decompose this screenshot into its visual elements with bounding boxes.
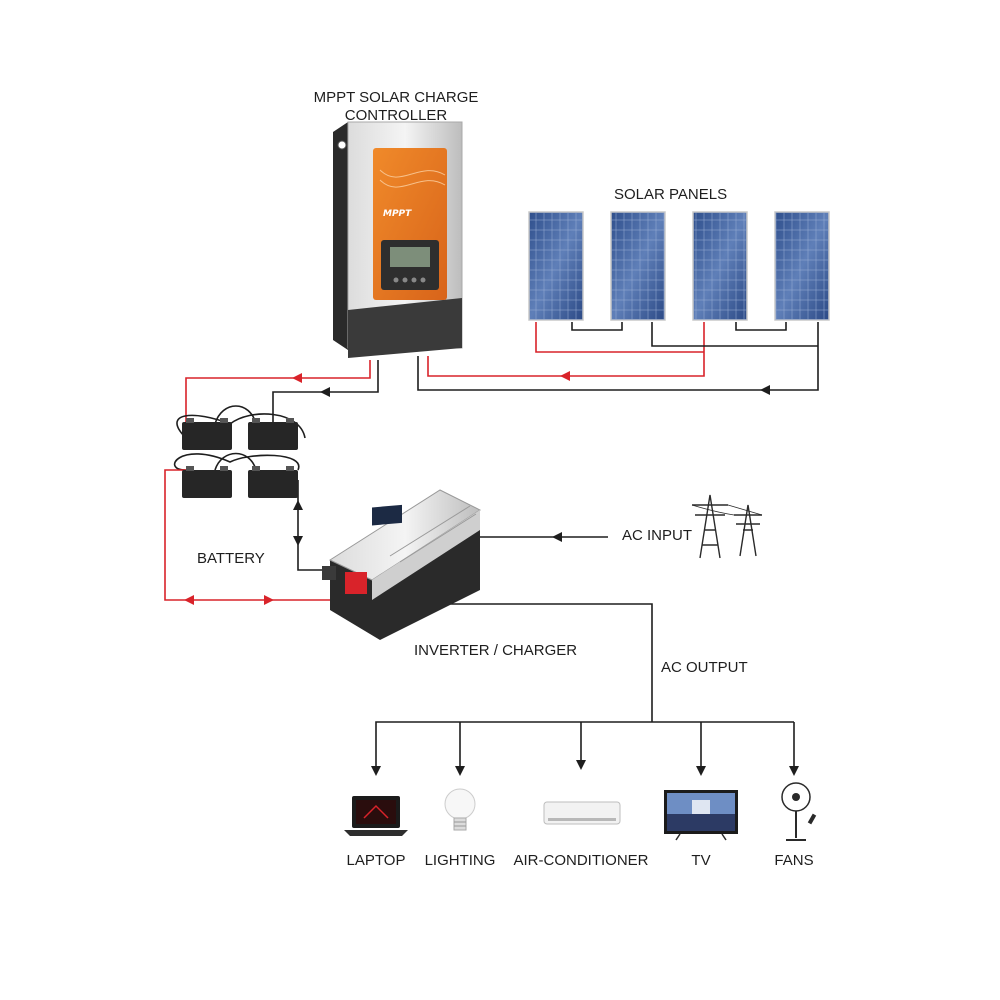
arrow-battery-down — [293, 536, 303, 546]
controller-brand-text: MPPT — [383, 209, 412, 219]
arrow-controller-battery-red — [292, 373, 302, 383]
tv-icon — [664, 790, 738, 841]
controller-battery-positive-wire — [185, 360, 371, 438]
light-bulb-icon — [444, 788, 476, 831]
panels-controller-negative-wire — [417, 322, 819, 391]
battery-inverter-positive-wire — [164, 469, 350, 601]
arrow-load-fans — [789, 766, 799, 776]
arrow-ac-input — [552, 532, 562, 542]
load-label-air-conditioner: AIR-CONDITIONER — [513, 852, 649, 869]
solar-panels-group — [528, 211, 830, 321]
arrow-panels-black — [760, 385, 770, 395]
battery-icon — [182, 418, 232, 450]
ac-output-label: AC OUTPUT — [661, 659, 748, 676]
battery-icon — [248, 466, 298, 498]
mppt-controller-icon: MPPT — [333, 121, 463, 358]
fan-icon — [781, 782, 817, 841]
laptop-icon — [344, 796, 408, 836]
load-label-laptop: LAPTOP — [346, 852, 406, 869]
arrow-load-tv — [696, 766, 706, 776]
arrow-controller-battery-black — [320, 387, 330, 397]
solar-panel-icon — [774, 211, 830, 321]
air-conditioner-icon — [543, 801, 621, 825]
arrow-load-ac — [576, 760, 586, 770]
battery-inverter-negative-wire — [297, 480, 335, 571]
load-label-lighting: LIGHTING — [424, 852, 496, 869]
battery-bank — [182, 418, 298, 498]
load-label-tv: TV — [691, 852, 711, 869]
inverter-label: INVERTER / CHARGER — [414, 642, 578, 659]
ac-output-wire — [375, 603, 795, 768]
arrow-load-laptop — [371, 766, 381, 776]
load-label-fans: FANS — [774, 852, 814, 869]
power-tower-icon — [691, 494, 763, 559]
controller-title-line1: MPPT SOLAR CHARGE — [313, 89, 479, 106]
battery-label: BATTERY — [197, 550, 265, 567]
panels-controller-positive-wire — [427, 322, 705, 377]
controller-title-line2: CONTROLLER — [344, 107, 448, 124]
solar-panel-icon — [528, 211, 584, 321]
battery-icon — [248, 418, 298, 450]
ac-input-label: AC INPUT — [622, 527, 693, 544]
arrow-red-right — [264, 595, 274, 605]
solar-panels-label: SOLAR PANELS — [614, 186, 728, 203]
panel-series-link-2 — [735, 322, 787, 331]
solar-panel-icon — [610, 211, 666, 321]
arrows — [184, 371, 799, 776]
arrow-battery-up — [293, 500, 303, 510]
arrow-red-left — [184, 595, 194, 605]
inverter-charger-icon — [322, 489, 482, 640]
arrow-panels-red — [560, 371, 570, 381]
solar-panel-icon — [692, 211, 748, 321]
battery-icon — [182, 466, 232, 498]
wiring — [164, 322, 819, 768]
battery-loop-bottom — [173, 453, 300, 471]
arrow-load-lighting — [455, 766, 465, 776]
panel-series-link-1 — [571, 322, 623, 331]
